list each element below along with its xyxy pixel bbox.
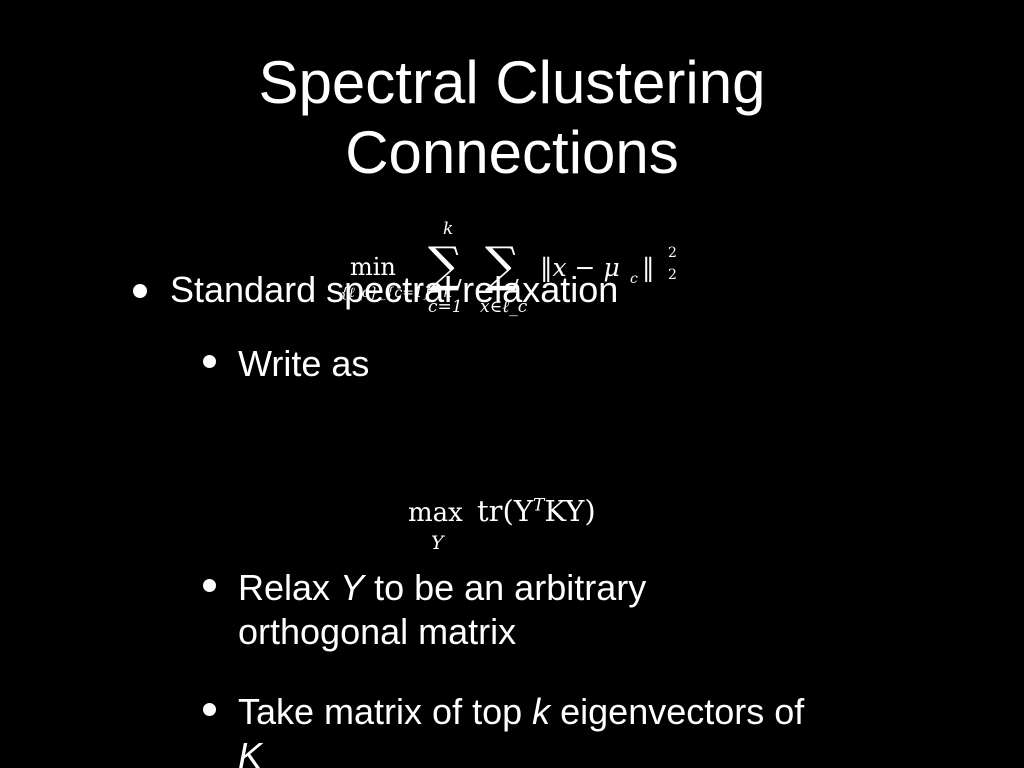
trace-max-equation: max Y tr(YTKY)	[405, 492, 665, 562]
bullet-dot-icon	[203, 579, 216, 592]
bullet-3-var: Y	[340, 567, 365, 608]
transpose-superscript: T	[532, 495, 545, 516]
trace-expression: tr(YTKY)	[477, 494, 596, 528]
bullet-4-post: eigenvectors of	[550, 691, 805, 732]
bullet-dot-icon	[203, 355, 216, 368]
bullet-4-pre: Take matrix of top	[238, 691, 533, 732]
norm-exponent: 2	[668, 245, 677, 261]
slide-title: Spectral Clustering Connections	[0, 48, 1024, 188]
sum-upper-limit: k	[443, 219, 454, 239]
bullet-4-var: k	[532, 691, 551, 732]
trace-open: tr(Y	[477, 494, 533, 528]
sum-symbol-inner: ∑	[485, 237, 520, 293]
norm-index: 2	[668, 267, 677, 283]
bullet-4-text: Take matrix of top k eigenvectors of K	[238, 690, 804, 768]
norm-expression: ‖x − μ	[540, 253, 620, 282]
bullet-3-text: Relax Y to be an arbitrary orthogonal ma…	[238, 566, 646, 654]
max-operator: max	[408, 498, 463, 528]
sum-lower-limit-inner: x∈ℓ_c	[480, 297, 528, 317]
min-operator: min	[350, 253, 396, 281]
norm-mu-subscript: c	[630, 271, 638, 287]
bullet-dot-icon	[203, 703, 216, 716]
bullet-3-post: to be an arbitrary	[364, 567, 647, 608]
bullet-2: Write as	[203, 342, 369, 386]
bullet-1: Standard spectral relaxation	[133, 268, 618, 312]
norm-close: ‖	[642, 253, 655, 282]
bullet-4-line2: K	[238, 735, 263, 768]
kmeans-objective-equation: min {ℓ_c}_{c=1}^k k ∑ c=1 ∑ x∈ℓ_c ‖x − μ…	[340, 215, 700, 325]
bullet-3-line2: orthogonal matrix	[238, 611, 517, 652]
sum-lower-limit-outer: c=1	[428, 297, 463, 317]
title-line-1: Spectral Clustering	[258, 49, 766, 116]
bullet-1-text: Standard spectral relaxation	[170, 269, 619, 310]
bullet-dot-icon	[133, 284, 147, 298]
bullet-3: Relax Y to be an arbitrary orthogonal ma…	[203, 566, 646, 654]
min-subscript: {ℓ_c}_{c=1}^k	[340, 285, 452, 301]
bullet-4: Take matrix of top k eigenvectors of K	[203, 690, 804, 768]
sum-symbol-outer: ∑	[428, 237, 463, 293]
bullet-3-pre: Relax	[238, 567, 341, 608]
max-subscript: Y	[431, 532, 444, 554]
title-line-2: Connections	[345, 119, 679, 186]
bullet-2-text: Write as	[238, 343, 370, 384]
trace-close: KY)	[544, 494, 596, 528]
